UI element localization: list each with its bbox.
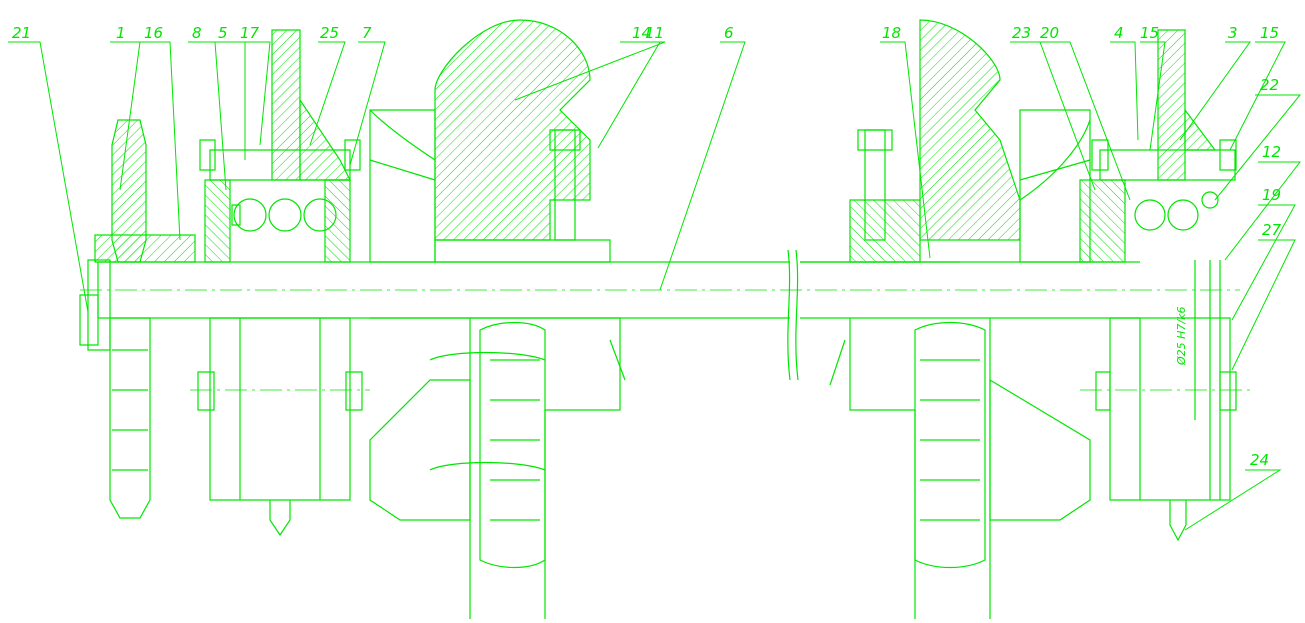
left-wheel [369,19,626,619]
shaft [97,249,1140,381]
right-wheel [800,19,1091,619]
callout-18: 18 [882,24,901,42]
left-bearing-housing [197,29,363,537]
dimension-label: Ø25 H7/k6 [1175,307,1188,367]
right-bearing-housing [1079,29,1237,542]
callout-11: 11 [645,24,664,42]
callout-21: 21 [12,24,31,42]
callout-27: 27 [1262,221,1282,239]
callout-15: 15 [1140,24,1159,42]
callout-19: 19 [1262,186,1281,204]
callout-7: 7 [362,24,372,42]
callout-22: 22 [1260,76,1279,94]
callout-8: 8 [192,24,202,42]
callout-20: 20 [1040,24,1059,42]
left-sprocket [79,119,196,519]
callout-23: 23 [1012,24,1031,42]
callout-14: 14 [632,24,651,42]
callout-15b: 15 [1260,24,1279,42]
callout-6: 6 [724,24,734,42]
callout-24: 24 [1250,451,1269,469]
callout-16: 16 [144,24,163,42]
callout-1: 1 [116,24,126,42]
callout-labels: 21 1 16 8 5 17 25 7 14 11 6 18 23 20 4 1… [12,24,1282,469]
callout-3: 3 [1228,24,1238,42]
callout-12: 12 [1262,143,1281,161]
leader-lines [8,41,1302,531]
callout-25: 25 [320,24,339,42]
callout-17: 17 [240,24,260,42]
callout-5: 5 [218,24,228,42]
callout-4: 4 [1114,24,1124,42]
center-lines [80,289,1250,391]
